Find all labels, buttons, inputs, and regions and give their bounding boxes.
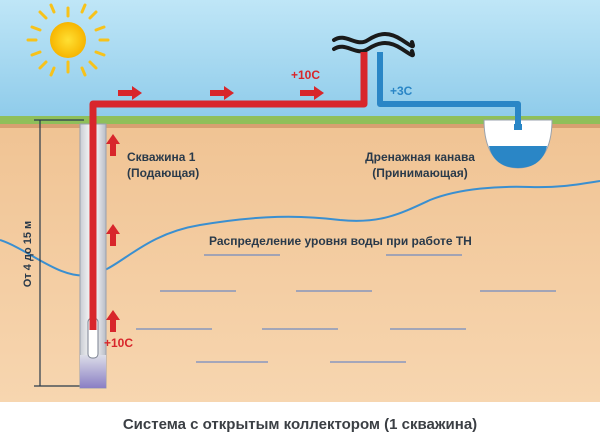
sun-icon	[26, 3, 110, 77]
caption-bar: Система с открытым коллектором (1 скважи…	[0, 402, 600, 446]
water-level-label: Распределение уровня воды при работе ТН	[209, 234, 472, 248]
return-pipe	[377, 52, 521, 128]
canal-subtitle: (Принимающая)	[372, 166, 468, 180]
sky	[0, 0, 600, 120]
soil-edge	[0, 124, 600, 128]
supply-pipe	[89, 52, 368, 330]
depth-range-label: От 4 до 15 м	[22, 220, 34, 288]
grass-strip	[0, 116, 600, 124]
groundwater-lines	[136, 254, 556, 363]
temp-bottom-label: +10С	[104, 336, 134, 350]
up-arrow-icon	[106, 134, 120, 332]
diagram-caption: Система с открытым коллектором (1 скважи…	[122, 415, 478, 433]
flow-arrow-icon	[118, 86, 324, 100]
well-subtitle: (Подающая)	[127, 166, 200, 180]
well-title: Скважина 1	[127, 150, 196, 164]
temp-return-label: +3С	[390, 84, 413, 98]
drainage-canal	[483, 119, 553, 169]
temp-supply-label: +10С	[291, 68, 321, 82]
return-pipe-outlet	[514, 124, 522, 130]
depth-marker	[34, 119, 84, 387]
canal-title: Дренажная канава	[365, 150, 475, 164]
air-waves-icon	[332, 32, 415, 58]
